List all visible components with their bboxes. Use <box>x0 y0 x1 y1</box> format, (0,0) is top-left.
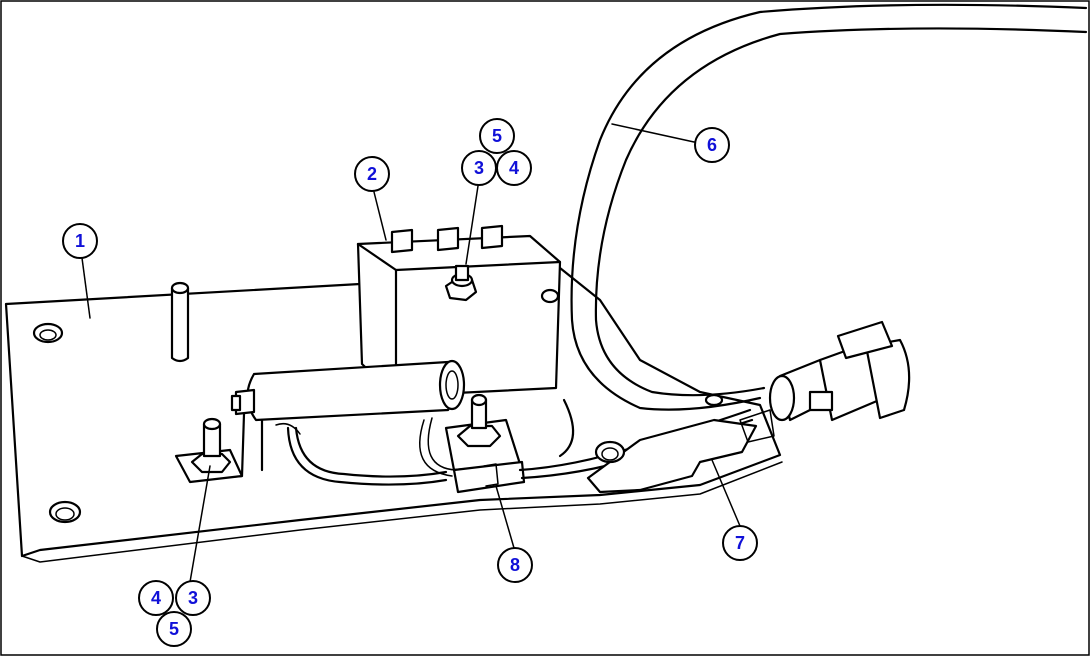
callout-7: 7 <box>722 525 758 561</box>
callout-4-bottom: 4 <box>138 580 174 616</box>
callout-5-top-label: 5 <box>492 126 502 146</box>
callout-2: 2 <box>354 156 390 192</box>
callout-4-top-label: 4 <box>509 158 519 178</box>
callout-8: 8 <box>497 547 533 583</box>
callout-5-bottom-label: 5 <box>169 619 179 639</box>
callout-3-bottom-label: 3 <box>188 588 198 608</box>
callout-3-bottom: 3 <box>175 580 211 616</box>
callout-5-top: 5 <box>479 118 515 154</box>
callout-5-bottom: 5 <box>156 611 192 647</box>
callout-1-label: 1 <box>75 231 85 251</box>
callout-1: 1 <box>62 223 98 259</box>
callout-3-top: 3 <box>461 150 497 186</box>
center-terminal-clamp <box>419 393 526 494</box>
harness-connector <box>768 320 911 422</box>
callout-8-label: 8 <box>510 555 520 575</box>
solenoid-cylinder <box>188 359 466 482</box>
callout-4-top: 4 <box>496 150 532 186</box>
callout-6: 6 <box>694 127 730 163</box>
leader-lines <box>81 123 741 583</box>
wire-harness <box>570 3 1088 411</box>
callout-7-label: 7 <box>735 533 745 553</box>
relay-box <box>356 224 562 398</box>
mounting-bracket <box>586 393 775 494</box>
left-terminal <box>174 417 244 484</box>
callout-2-label: 2 <box>367 164 377 184</box>
callout-4-bottom-label: 4 <box>151 588 161 608</box>
callout-3-top-label: 3 <box>474 158 484 178</box>
callout-6-label: 6 <box>707 135 717 155</box>
